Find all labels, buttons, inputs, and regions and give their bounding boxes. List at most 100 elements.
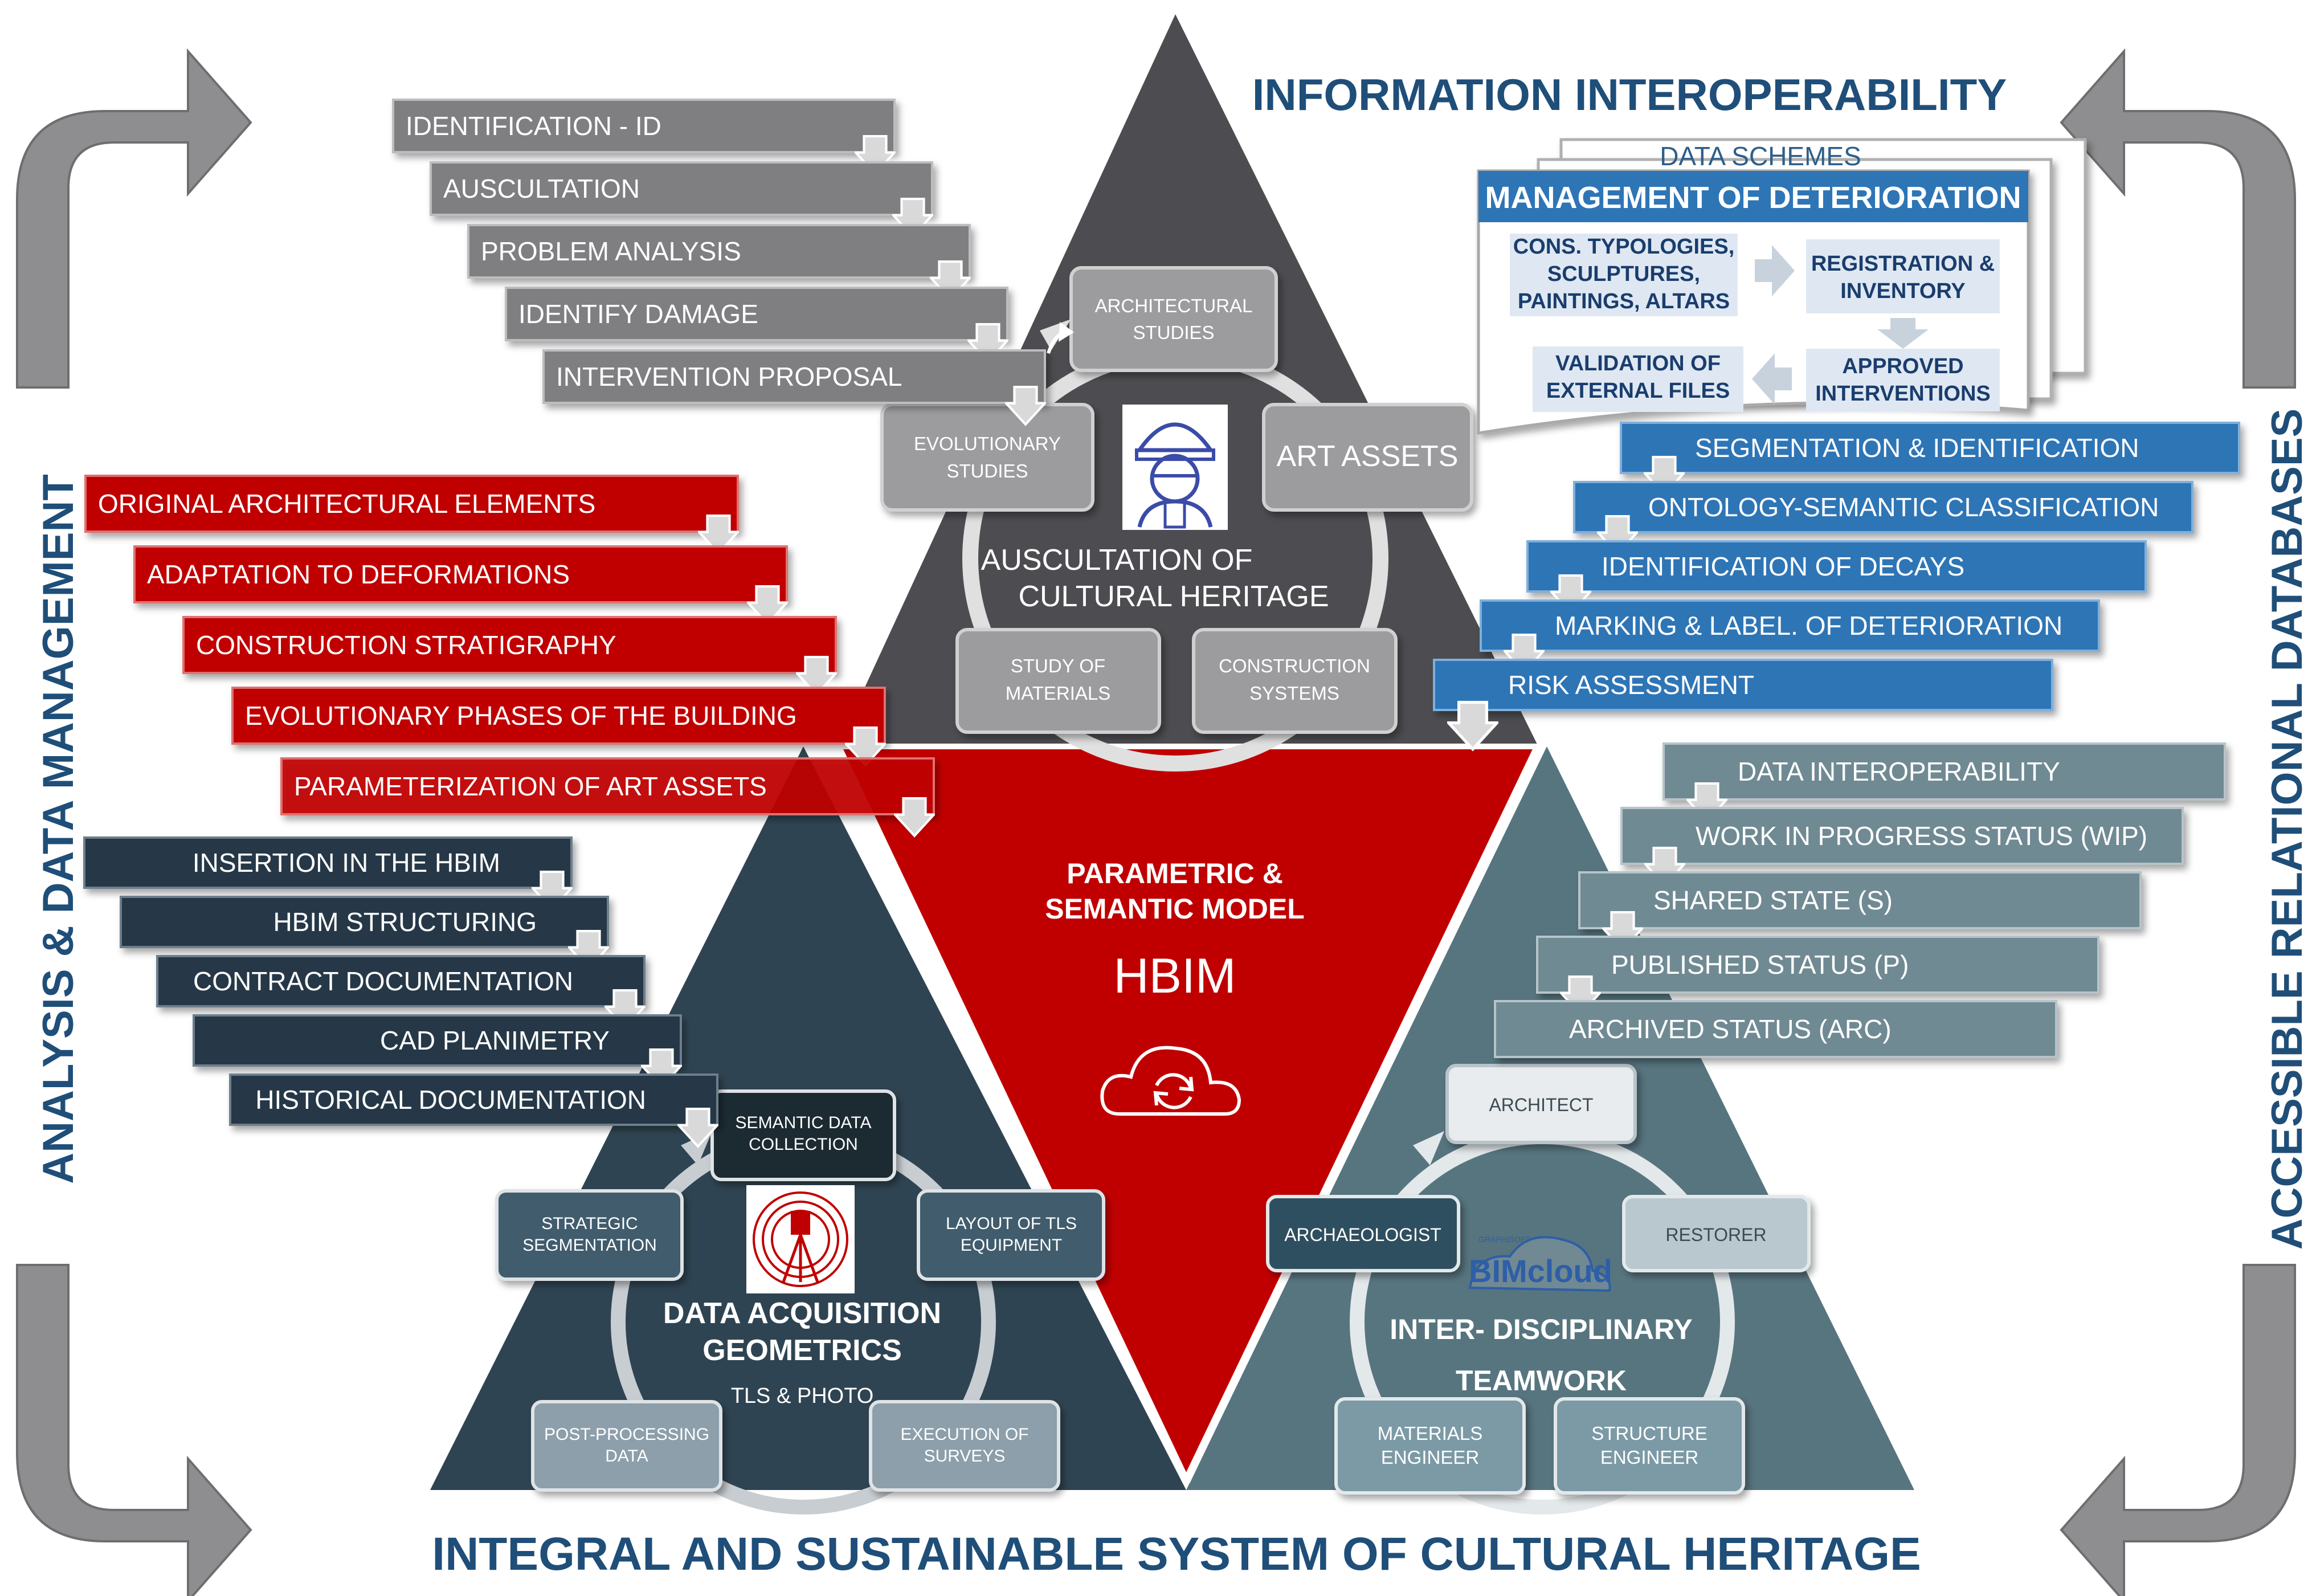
- navy-step-bar: [83, 836, 573, 889]
- flow-arrows: [1047, 322, 1497, 749]
- navy-step-label: INSERTION IN THE HBIM: [193, 848, 500, 877]
- corner-cycle-arrows: [16, 48, 2296, 1596]
- top-triangle: [838, 14, 1538, 746]
- box-post-processing-data: POST-PROCESSING DATA: [531, 1400, 722, 1492]
- red-step-bar: [231, 687, 886, 745]
- architectural-studies-line1: ARCHITECTURAL: [1095, 295, 1253, 316]
- strategic-segmentation-line2: SEGMENTATION: [522, 1236, 657, 1255]
- left-triangle-subtitle: TLS & PHOTO: [731, 1384, 874, 1408]
- approved-line1: APPROVED: [1842, 354, 1963, 378]
- study-of-materials-line2: MATERIALS: [1006, 683, 1111, 704]
- navy-step-bar: [193, 1014, 682, 1067]
- execution-surveys-line2: SURVEYS: [924, 1447, 1006, 1466]
- heading-accessible-relational-databases: ACCESSIBLE RELATIONAL DATABASES: [2263, 409, 2311, 1250]
- red-step-bar: [133, 545, 788, 603]
- scheme-arrow-down-icon: [1877, 318, 1929, 349]
- registration-line2: INVENTORY: [1840, 279, 1966, 303]
- blue-stack: SEGMENTATION & IDENTIFICATIONONTOLOGY-SE…: [1433, 422, 2240, 711]
- slate-step-bar: [1494, 1000, 2057, 1058]
- architectural-studies-line2: STUDIES: [1133, 322, 1214, 343]
- grey-step-label: IDENTIFY DAMAGE: [518, 299, 758, 329]
- bimcloud-logo-text: BIMcloud: [1469, 1253, 1612, 1289]
- typologies-line3: PAINTINGS, ALTARS: [1518, 289, 1730, 313]
- blue-step-bar: [1573, 481, 2193, 533]
- laser-scanner-icon: [746, 1185, 855, 1293]
- box-archaeologist: ARCHAEOLOGIST: [1266, 1195, 1460, 1272]
- navy-step-label: CONTRACT DOCUMENTATION: [193, 966, 573, 996]
- right-triangle-cycle: ARCHITECT ARCHAEOLOGIST RESTORER MATERIA…: [1266, 1064, 1811, 1515]
- navy-stack: INSERTION IN THE HBIM HBIM STRUCTURING CON…: [83, 836, 718, 1146]
- bottom-right-curved-arrow-icon: [2060, 1264, 2296, 1596]
- management-of-deterioration-title: MANAGEMENT OF DETERIORATION: [1485, 181, 2021, 215]
- grey-step-bar: [430, 161, 933, 216]
- layout-tls-line2: EQUIPMENT: [961, 1236, 1062, 1255]
- strategic-segmentation-line1: STRATEGIC: [541, 1214, 638, 1233]
- left-triangle-title-line2: GEOMETRICS: [702, 1334, 902, 1367]
- construction-systems-line1: CONSTRUCTION: [1219, 655, 1370, 676]
- box-semantic-data-collection: SEMANTIC DATA COLLECTION: [710, 1089, 896, 1181]
- cell-registration: REGISTRATION & INVENTORY: [1806, 239, 2000, 313]
- blue-step-bar: [1620, 422, 2240, 474]
- slate-step-bar: [1620, 807, 2184, 865]
- scheme-arrow-left-icon: [1752, 353, 1792, 405]
- slate-step-label: ARCHIVED STATUS (ARC): [1569, 1014, 1892, 1044]
- box-restorer: RESTORER: [1622, 1195, 1811, 1272]
- grey-step-label: IDENTIFICATION - ID: [406, 111, 661, 141]
- red-step-bar: [84, 475, 739, 533]
- box-execution-of-surveys: EXECUTION OF SURVEYS: [869, 1400, 1060, 1492]
- execution-surveys-line1: EXECUTION OF: [900, 1425, 1028, 1444]
- navy-step-label: HISTORICAL DOCUMENTATION: [255, 1085, 646, 1115]
- blue-step-label: ONTOLOGY-SEMANTIC CLASSIFICATION: [1648, 492, 2159, 522]
- architect-label: ARCHITECT: [1489, 1095, 1593, 1115]
- navy-step-bar: [120, 896, 609, 948]
- blue-step-label: RISK ASSESSMENT: [1508, 670, 1754, 700]
- grey-step-bar: [505, 287, 1008, 341]
- left-triangle-cycle: SEMANTIC DATA COLLECTION STRATEGIC SEGME…: [495, 1089, 1105, 1515]
- archaeologist-label: ARCHAEOLOGIST: [1284, 1224, 1441, 1245]
- box-strategic-segmentation: STRATEGIC SEGMENTATION: [495, 1189, 684, 1281]
- slate-step-bar: [1662, 742, 2226, 801]
- red-step-bar: [280, 757, 935, 815]
- top-triangle-cycle: ARCHITECTURAL STUDIES EVOLUTIONARY STUDI…: [880, 266, 1473, 772]
- slate-step-label: DATA INTEROPERABILITY: [1738, 757, 2060, 786]
- heading-analysis-data-management: ANALYSIS & DATA MANAGEMENT: [34, 474, 83, 1184]
- materials-engineer-line1: MATERIALS: [1378, 1423, 1483, 1444]
- navy-step-bar: [229, 1073, 718, 1126]
- triangle-divider-left: [834, 744, 1190, 1484]
- semantic-data-collection-line1: SEMANTIC DATA: [736, 1113, 872, 1132]
- box-architectural-studies: ARCHITECTURAL STUDIES: [1069, 266, 1278, 372]
- box-art-assets: ART ASSETS: [1262, 403, 1473, 512]
- bottom-left-curved-arrow-icon: [16, 1264, 252, 1596]
- grey-step-bar: [542, 349, 1046, 404]
- center-triangle-content: PARAMETRIC & SEMANTIC MODEL HBIM: [1045, 858, 1305, 1116]
- structure-engineer-line1: STRUCTURE: [1591, 1423, 1708, 1444]
- right-triangle-title-line1: INTER- DISCIPLINARY: [1390, 1313, 1693, 1345]
- box-construction-systems: CONSTRUCTION SYSTEMS: [1192, 628, 1398, 734]
- center-title-line1: PARAMETRIC &: [1067, 858, 1283, 889]
- layout-tls-line1: LAYOUT OF TLS: [946, 1214, 1077, 1233]
- right-cycle-arrowhead-icon: [1413, 1131, 1444, 1165]
- top-triangle-title-line1: AUSCULTATION OF: [981, 544, 1253, 577]
- evolutionary-studies-line2: STUDIES: [946, 460, 1028, 481]
- red-step-label: PARAMETERIZATION OF ART ASSETS: [294, 772, 767, 801]
- cell-validation: VALIDATION OF EXTERNAL FILES: [1533, 346, 1743, 412]
- left-triangle-title-line1: DATA ACQUISITION: [663, 1297, 941, 1330]
- registration-line1: REGISTRATION &: [1811, 252, 1995, 276]
- construction-systems-line2: SYSTEMS: [1249, 683, 1339, 704]
- post-processing-line1: POST-PROCESSING: [544, 1425, 709, 1444]
- box-architect: ARCHITECT: [1445, 1064, 1637, 1144]
- box-structure-engineer: STRUCTURE ENGINEER: [1554, 1397, 1745, 1495]
- navy-step-label: HBIM STRUCTURING: [273, 907, 537, 937]
- cell-typologies: CONS. TYPOLOGIES, SCULPTURES, PAINTINGS,…: [1510, 234, 1738, 316]
- top-right-curved-arrow-icon: [2060, 48, 2296, 389]
- red-step-label: ORIGINAL ARCHITECTURAL ELEMENTS: [98, 489, 595, 519]
- navy-step-bar: [156, 955, 646, 1007]
- blue-step-bar: [1480, 599, 2100, 652]
- blue-step-bar: [1433, 659, 2053, 711]
- surveyor-icon: [1122, 405, 1228, 530]
- typologies-line1: CONS. TYPOLOGIES,: [1513, 235, 1735, 259]
